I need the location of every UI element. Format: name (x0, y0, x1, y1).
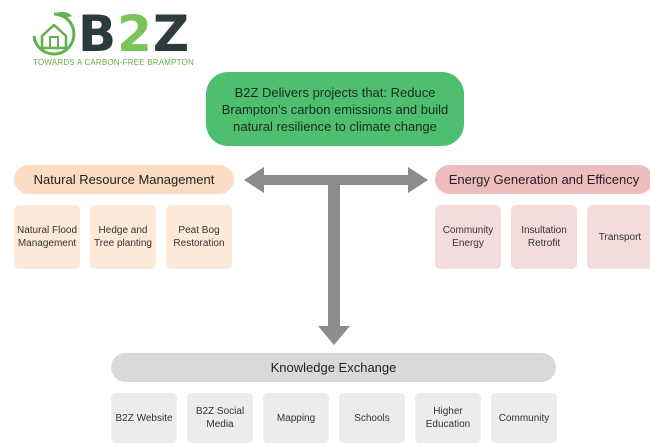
community-energy-box: Community Energy (435, 205, 501, 269)
mapping-box: Mapping (263, 393, 329, 443)
b2z-website-box: B2Z Website (111, 393, 177, 443)
double-arrow-horizontal (244, 167, 428, 193)
b2z-social-media-box: B2Z Social Media (187, 393, 253, 443)
house-leaf-icon (32, 11, 76, 56)
schools-box: Schools (339, 393, 405, 443)
knowledge-exchange-header: Knowledge Exchange (111, 353, 556, 382)
logo-tagline: TOWARDS A CARBON-FREE BRAMPTON (33, 58, 194, 67)
insulation-retrofit-box: Insultation Retrofit (511, 205, 577, 269)
transport-box: Transport (587, 205, 650, 269)
community-box: Community (491, 393, 557, 443)
peat-bog-box: Peat Bog Restoration (166, 205, 232, 269)
arrow-down (318, 185, 350, 345)
natural-resource-header: Natural Resource Management (14, 165, 234, 194)
higher-education-box: Higher Education (415, 393, 481, 443)
natural-flood-box: Natural Flood Management (14, 205, 80, 269)
logo-wordmark: B2Z (78, 5, 191, 63)
headline-box: B2Z Delivers projects that: Reduce Bramp… (206, 72, 464, 146)
energy-header: Energy Generation and Efficency (435, 165, 650, 194)
hedge-tree-box: Hedge and Tree planting (90, 205, 156, 269)
